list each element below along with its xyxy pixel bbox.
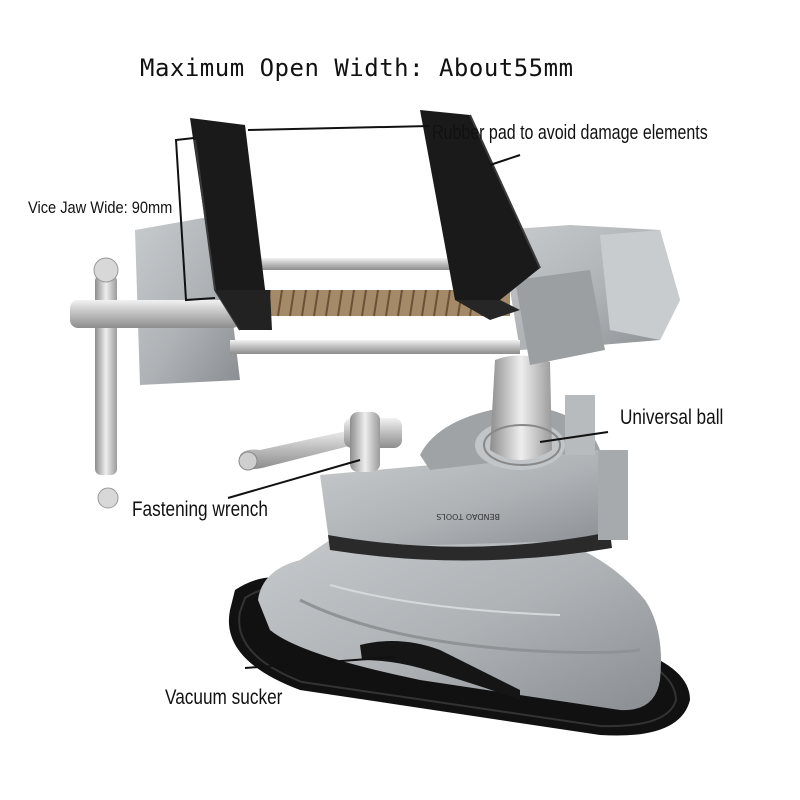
vacuum-sucker-label: Vacuum sucker <box>165 686 283 709</box>
lead-screw <box>260 289 510 317</box>
jaw-width-bracket <box>174 137 216 302</box>
jaw-opening-line <box>247 125 431 131</box>
engraving-text: BENDAO TOOLS <box>436 512 500 521</box>
universal-ball-pointer <box>539 431 609 443</box>
fastening-wrench <box>238 412 402 472</box>
vise-handle <box>70 257 240 509</box>
rubber-pad-pointer <box>489 154 521 166</box>
right-jaw-rubber-pad <box>420 110 541 320</box>
universal-ball-joint <box>475 355 565 470</box>
suction-lever <box>360 641 520 700</box>
fastening-wrench-label: Fastening wrench <box>132 498 268 521</box>
page-title: Maximum Open Width: About55mm <box>140 54 574 82</box>
universal-ball-label: Universal ball <box>620 406 724 429</box>
jaw-width-label: Vice Jaw Wide: 90mm <box>28 198 173 217</box>
annotation-lines <box>174 125 609 669</box>
vise-base <box>258 520 661 711</box>
rubber-pad-label: Rubber pad to avoid damage elements <box>432 122 708 144</box>
sucker-pointer <box>244 656 396 669</box>
turret-ring: BENDAO TOOLS <box>320 395 628 561</box>
wrench-pointer <box>227 459 361 499</box>
left-jaw-rubber-pad <box>190 118 272 331</box>
